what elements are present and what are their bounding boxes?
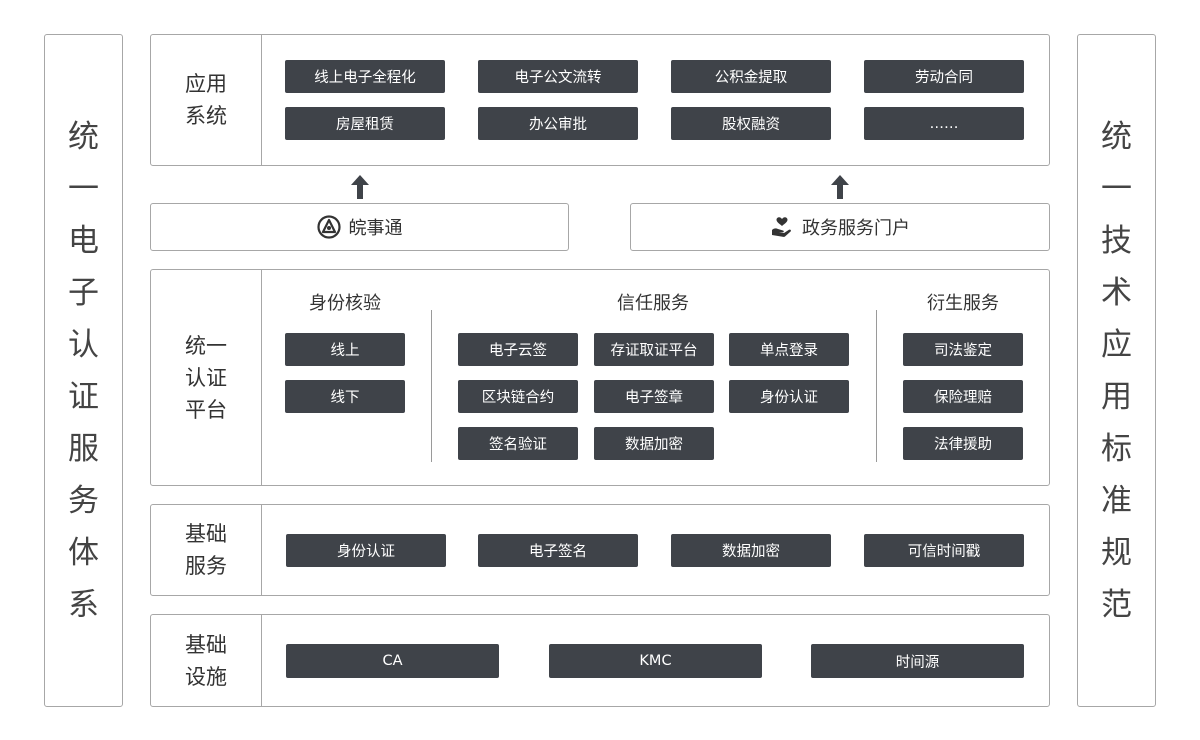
right-panel-char: 规 [1101, 534, 1132, 571]
platform-item: 签名验证 [458, 427, 578, 460]
platform-item: 线下 [285, 380, 405, 413]
hand-heart-icon [772, 217, 791, 237]
right-panel-title: 统 一 技 术 应 用 标 准 规 范 [1078, 35, 1155, 706]
right-panel: 统 一 技 术 应 用 标 准 规 范 [1077, 34, 1156, 707]
right-panel-char: 用 [1101, 378, 1132, 415]
left-panel-char: 体 [68, 534, 99, 571]
infra-item: CA [286, 644, 499, 678]
infra-item: 时间源 [811, 644, 1024, 678]
left-panel-char: 统 [68, 118, 99, 155]
right-panel-char: 统 [1101, 118, 1132, 155]
app-item: 房屋租赁 [285, 107, 445, 140]
group-divider [431, 310, 432, 462]
basic-service-item: 身份认证 [286, 534, 446, 567]
portal-label: 皖事通 [348, 218, 403, 239]
basic-service-layer-label: 基础 服务 [151, 505, 262, 595]
platform-item: 电子云签 [458, 333, 578, 366]
left-panel-char: 服 [68, 430, 99, 467]
app-item: 劳动合同 [864, 60, 1024, 93]
app-layer: 应用 系统 线上电子全程化 电子公文流转 公积金提取 劳动合同 房屋租赁 办公审… [150, 34, 1050, 166]
app-item: 公积金提取 [671, 60, 831, 93]
infra-item: KMC [549, 644, 762, 678]
infra-layer: 基础 设施 CA KMC 时间源 [150, 614, 1050, 707]
group-title-identity-verification: 身份核验 [309, 293, 381, 314]
platform-item: 身份认证 [729, 380, 849, 413]
platform-item: 电子签章 [594, 380, 714, 413]
portal-gov-service: 政务服务门户 [630, 203, 1050, 251]
platform-item: 存证取证平台 [594, 333, 714, 366]
app-item: 电子公文流转 [478, 60, 638, 93]
platform-item: 区块链合约 [458, 380, 578, 413]
platform-item: 保险理赔 [903, 380, 1023, 413]
left-panel-char: 电 [68, 222, 99, 259]
group-title-derived-service: 衍生服务 [927, 293, 999, 314]
wanshitong-logo-icon [316, 215, 341, 239]
right-panel-char: 标 [1101, 430, 1132, 467]
arrow-up-icon [351, 175, 369, 199]
right-panel-char: 准 [1101, 482, 1132, 519]
app-item: 办公审批 [478, 107, 638, 140]
app-item: 线上电子全程化 [285, 60, 445, 93]
right-panel-char: 应 [1101, 326, 1132, 363]
left-panel-char: 务 [68, 482, 99, 519]
right-panel-char: 一 [1101, 170, 1132, 207]
platform-item: 法律援助 [903, 427, 1023, 460]
portal-wanshitong: 皖事通 [150, 203, 569, 251]
group-divider [876, 310, 877, 462]
left-panel-char: 认 [68, 326, 99, 363]
app-item: 股权融资 [671, 107, 831, 140]
portal-label: 政务服务门户 [802, 218, 910, 239]
platform-layer: 统一 认证 平台 身份核验 线上 线下 信任服务 电子云签 存证取证平台 单点登… [150, 269, 1050, 486]
platform-item: 线上 [285, 333, 405, 366]
arrow-up-icon [831, 175, 849, 199]
right-panel-char: 技 [1101, 222, 1132, 259]
app-layer-label: 应用 系统 [151, 35, 262, 165]
left-panel-char: 一 [68, 170, 99, 207]
infra-layer-label: 基础 设施 [151, 615, 262, 706]
right-panel-char: 范 [1101, 586, 1132, 623]
left-panel-char: 证 [68, 378, 99, 415]
platform-item: 单点登录 [729, 333, 849, 366]
basic-service-item: 数据加密 [671, 534, 831, 567]
basic-service-item: 可信时间戳 [864, 534, 1024, 567]
left-panel: 统 一 电 子 认 证 服 务 体 系 [44, 34, 123, 707]
platform-item: 司法鉴定 [903, 333, 1023, 366]
platform-item: 数据加密 [594, 427, 714, 460]
basic-service-item: 电子签名 [478, 534, 638, 567]
basic-service-layer: 基础 服务 身份认证 电子签名 数据加密 可信时间戳 [150, 504, 1050, 596]
left-panel-title: 统 一 电 子 认 证 服 务 体 系 [45, 35, 122, 706]
right-panel-char: 术 [1101, 274, 1132, 311]
platform-layer-label: 统一 认证 平台 [151, 270, 262, 485]
left-panel-char: 系 [68, 586, 99, 623]
left-panel-char: 子 [68, 274, 99, 311]
app-item: …… [864, 107, 1024, 140]
group-title-trust-service: 信任服务 [617, 293, 689, 314]
